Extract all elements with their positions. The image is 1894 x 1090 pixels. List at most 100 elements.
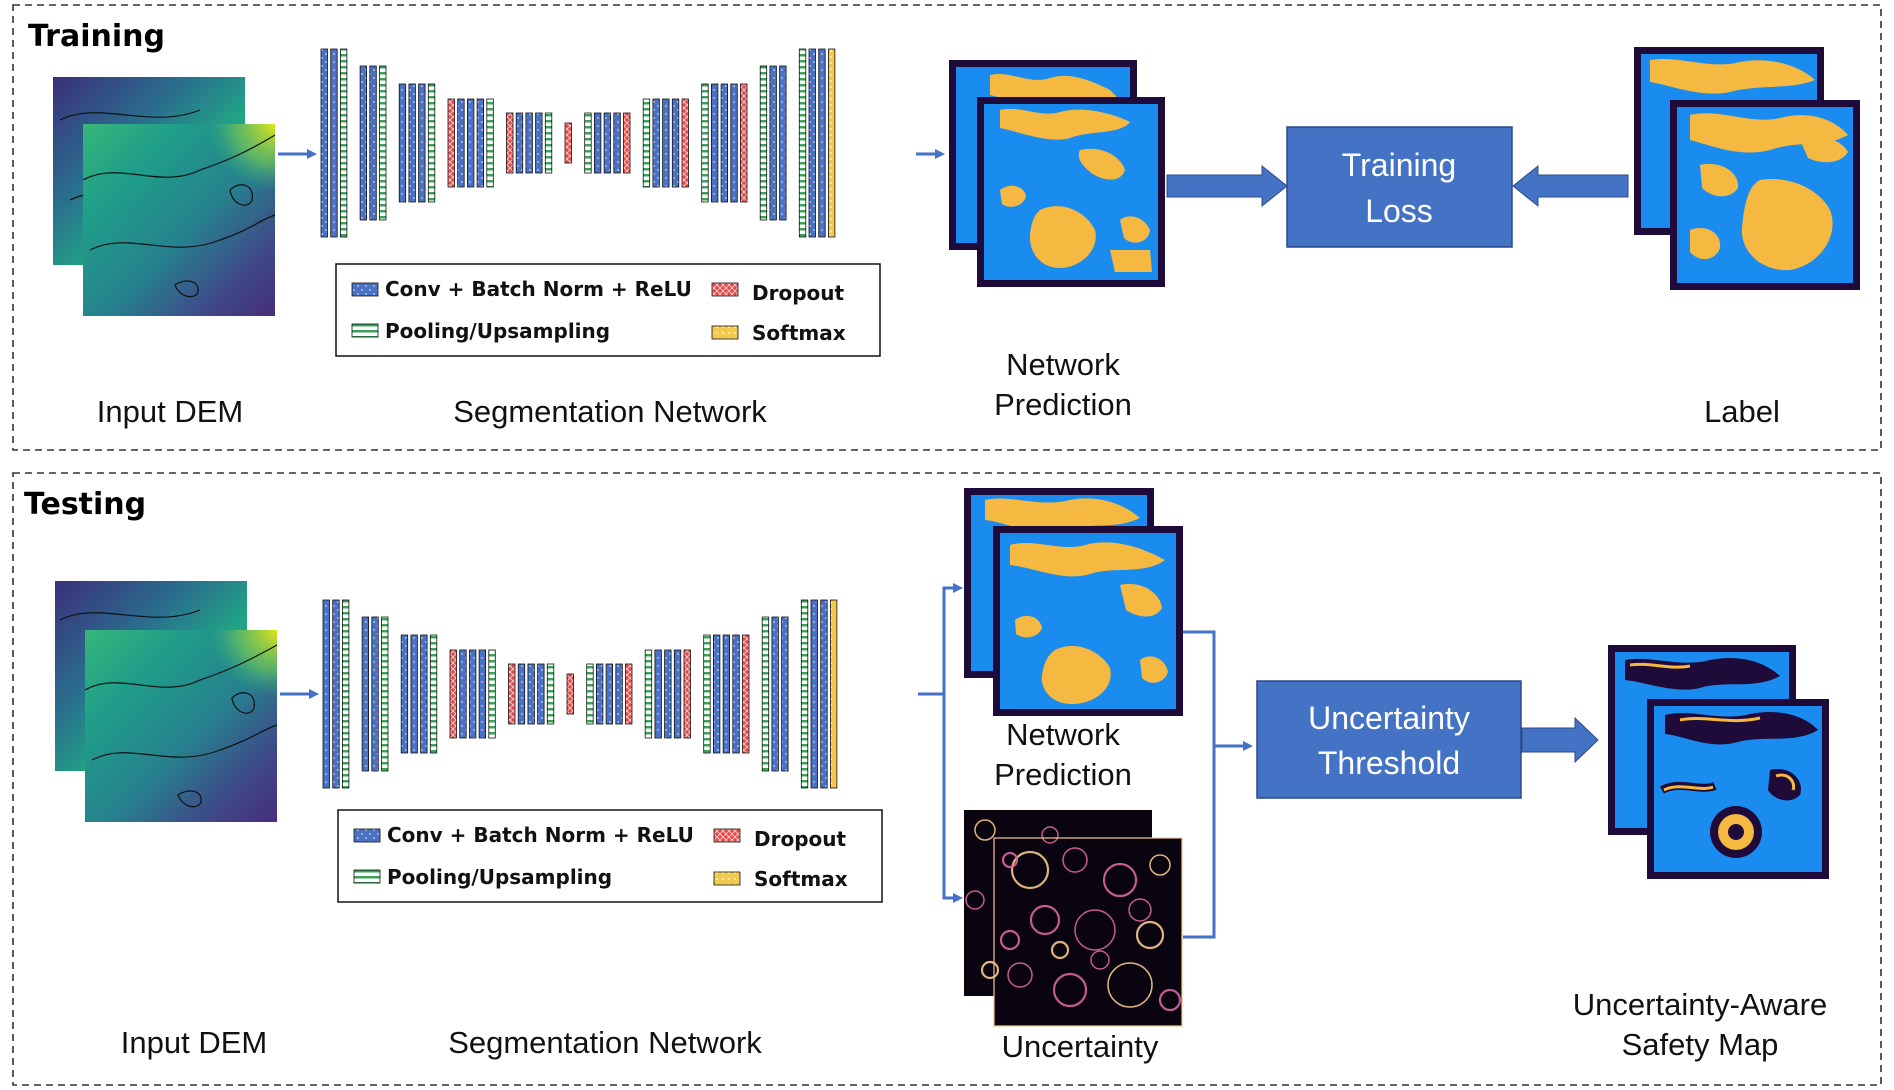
uncertainty-ring-8 [1052,972,1088,1008]
testing-input-label: Input DEM [121,1025,267,1060]
testing-pool-layer-26 [644,649,653,739]
uncertainty-threshold-box[interactable]: Uncertainty Threshold [1256,680,1522,799]
testing-conv-layer-29 [673,649,682,739]
branch-to-threshold-connector [1183,630,1253,939]
training-dropout-layer-30 [681,98,689,188]
uncertainty-ring-14 [999,929,1021,951]
training-conv-layer-16 [515,112,524,174]
testing-input-dem [55,581,278,822]
training-conv-layer-24 [613,112,621,174]
testing-branch-connector [918,583,963,903]
legend-pool-label-test: Pooling/Upsampling [387,865,612,889]
testing-pool-layer-36 [761,616,770,772]
training-conv-layer-22 [594,112,602,174]
legend-dropout-label: Dropout [752,281,845,305]
legend-softmax-label: Softmax [752,321,846,345]
testing-pool-layer-39 [800,599,809,789]
training-conv-layer-4 [369,65,377,221]
testing-conv-layer-23 [605,663,613,725]
uncertainty-ring-6 [1135,920,1165,950]
training-network-prediction [949,60,1165,287]
testing-conv-layer-32 [713,634,721,754]
training-conv-layer-41 [818,48,826,238]
training-conv-layer-6 [398,83,407,203]
uncertainty-ring-19 [1041,826,1059,844]
testing-conv-layer-3 [361,616,370,772]
training-pool-layer-14 [486,98,494,188]
testing-conv-layer-4 [371,616,379,772]
training-input-dem [53,77,276,316]
testing-network-label: Segmentation Network [448,1025,762,1060]
testing-pool-layer-9 [429,634,438,754]
legend-pool-swatch [351,323,379,338]
testing-pool-layer-21 [586,663,594,725]
legend-dropout-swatch-test [713,828,741,843]
training-loss-box[interactable]: Training Loss [1286,126,1513,248]
uncertainty-ring-16 [1001,851,1019,869]
training-legend: Conv + Batch Norm + ReLU Pooling/Upsampl… [335,263,881,357]
training-prediction-label-line1: Network [1006,347,1120,382]
uncertainty-ring-1 [1062,847,1088,873]
testing-pool-layer-31 [703,634,711,754]
training-conv-layer-23 [603,112,611,174]
uncertainty-ring-7 [1007,962,1033,988]
threshold-to-safety-arrow [1521,716,1599,764]
label-to-loss-arrow [1512,164,1629,208]
uncertainty-ring-2 [1102,862,1138,898]
uncertainty-ring-12 [1050,940,1070,960]
training-pool-layer-5 [379,65,387,221]
testing-dropout-layer-35 [742,634,750,754]
testing-conv-layer-27 [654,649,662,739]
training-pool-layer-9 [427,83,436,203]
training-label-map [1634,47,1860,290]
training-input-label: Input DEM [97,394,243,429]
training-pool-layer-26 [642,98,651,188]
testing-conv-layer-33 [722,634,730,754]
training-dropout-layer-35 [740,83,748,203]
uncertainty-ring-4 [1029,904,1061,936]
testing-conv-layer-0 [322,599,330,789]
training-dropout-layer-10 [447,98,455,188]
testing-safety-label-line1: Uncertainty-Aware [1573,987,1827,1022]
training-conv-layer-27 [652,98,660,188]
prediction-to-loss-arrow [1166,164,1288,208]
uncertainty-ring-11 [1090,950,1110,970]
testing-dropout-layer-15 [508,663,516,725]
legend-conv-label: Conv + Batch Norm + ReLU [385,277,692,301]
training-network-label: Segmentation Network [453,394,767,429]
training-conv-layer-0 [320,48,328,238]
training-conv-layer-38 [779,65,787,221]
testing-conv-layer-6 [400,634,409,754]
training-conv-layer-8 [418,83,426,203]
training-segmentation-network [320,48,836,238]
training-conv-layer-33 [720,83,728,203]
testing-pool-layer-5 [381,616,389,772]
training-panel-frame [12,4,1882,451]
legend-pool-swatch-test [353,869,381,884]
uncertainty-ring-17 [965,890,985,910]
uncertainty-ring-15 [974,819,996,841]
training-conv-layer-17 [525,112,533,174]
testing-uncertainty-label: Uncertainty [1002,1029,1159,1064]
uncertainty-ring-5 [1074,909,1116,951]
training-conv-layer-29 [671,98,680,188]
training-conv-layer-18 [535,112,543,174]
testing-conv-layer-7 [410,634,418,754]
legend-conv-swatch-test [353,828,381,843]
training-conv-layer-3 [359,65,368,221]
testing-segmentation-network [322,599,838,789]
training-pool-layer-39 [798,48,807,238]
training-conv-layer-1 [330,48,338,238]
uncertainty-ring-3 [1149,854,1171,876]
testing-conv-layer-11 [459,649,467,739]
testing-prediction-label-line2: Prediction [994,757,1132,792]
uncertainty-ring-13 [1128,898,1152,922]
uncertainty-ring-10 [1158,988,1182,1012]
testing-header: Testing [24,487,146,522]
training-prediction-label-line2: Prediction [994,387,1132,422]
testing-pool-layer-14 [488,649,496,739]
testing-conv-layer-24 [615,663,623,725]
training-pool-layer-19 [544,112,553,174]
testing-conv-layer-8 [420,634,428,754]
